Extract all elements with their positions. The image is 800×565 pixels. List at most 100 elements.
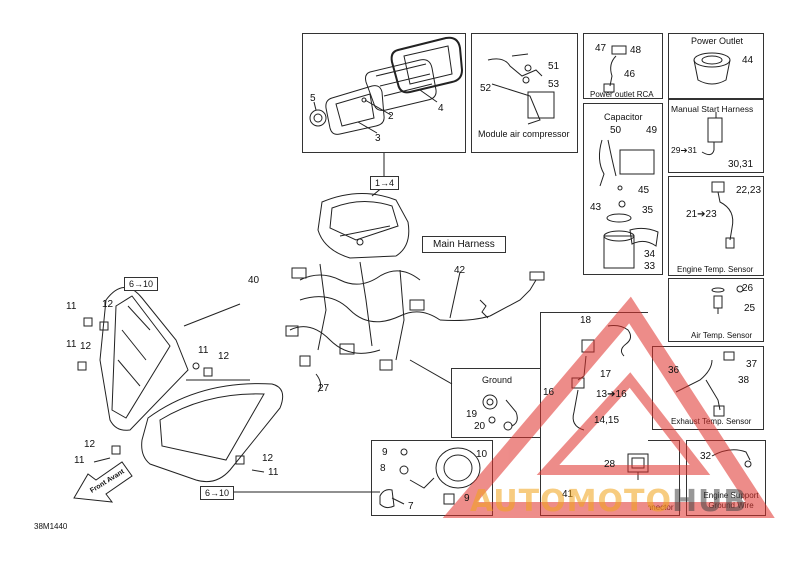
- module-air-compressor-box: Module air compressor: [471, 33, 578, 153]
- part-number-9-bottom: 9: [464, 493, 470, 504]
- part-number-25: 25: [744, 303, 756, 314]
- part-number-9-top: 9: [382, 447, 388, 458]
- part-number-27: 27: [318, 383, 330, 394]
- capacitor-title: Capacitor: [604, 112, 643, 122]
- cluster-callout: 1→4: [370, 176, 400, 190]
- part-number-12-e: 12: [262, 453, 274, 464]
- part-number-12-c: 12: [218, 351, 230, 362]
- front-arrow-icon: [73, 461, 133, 503]
- gauge-cluster-box: [302, 33, 466, 153]
- part-number-11-b: 11: [66, 339, 77, 350]
- part-number-11-d: 11: [74, 455, 85, 466]
- capacitor-icon: [598, 139, 659, 269]
- part-number-36: 36: [668, 365, 680, 376]
- power-outlet-box: Power Outlet: [668, 33, 764, 99]
- part-number-46: 46: [624, 69, 636, 80]
- part-number-13-16: 13➔16: [596, 389, 627, 400]
- part-number-34: 34: [644, 249, 656, 260]
- part-number-10: 10: [476, 449, 488, 460]
- gauge-gasket-icon: [390, 36, 464, 94]
- part-number-18: 18: [580, 315, 592, 326]
- manual-start-harness-box: Manual Start Harness: [668, 99, 764, 173]
- air-temp-sensor-box: Air Temp. Sensor: [668, 278, 764, 342]
- part-number-8: 8: [380, 463, 386, 474]
- air-temp-sensor-icon: [711, 285, 744, 314]
- main-harness-title: Main Harness: [422, 236, 506, 253]
- part-number-21-23: 21➔23: [686, 209, 717, 220]
- part-number-11-c: 11: [198, 345, 209, 356]
- part-number-44: 44: [742, 55, 754, 66]
- part-number-28: 28: [604, 459, 616, 470]
- part-number-33: 33: [644, 261, 656, 272]
- part-number-3: 3: [375, 133, 381, 144]
- watermark-moto: MOTO: [566, 484, 672, 519]
- part-number-12-b: 12: [80, 341, 92, 352]
- part-number-12-a: 12: [102, 299, 114, 310]
- part-number-38: 38: [738, 375, 750, 386]
- air-temp-sensor-title: Air Temp. Sensor: [691, 331, 753, 340]
- watermark-auto: AUTO: [470, 484, 567, 519]
- manual-start-harness-title: Manual Start Harness: [671, 104, 754, 114]
- headlight-bulb-icon: [379, 447, 481, 509]
- headlight-lens-icon: [141, 383, 284, 483]
- headlight-bottom-callout: 6→10: [200, 486, 235, 500]
- engine-temp-sensor-icon: [711, 181, 735, 249]
- power-outlet-title: Power Outlet: [691, 36, 744, 46]
- part-number-19: 19: [466, 409, 478, 420]
- watermark-hub: HUB: [671, 484, 748, 519]
- part-number-35: 35: [642, 205, 654, 216]
- part-number-52: 52: [480, 83, 492, 94]
- part-number-11-a: 11: [66, 301, 77, 312]
- part-number-41: 41: [562, 489, 574, 500]
- ground-hardware-icon: [482, 394, 518, 431]
- manual-start-harness-icon: [701, 112, 723, 156]
- gauge-bezel-icon: [325, 85, 385, 135]
- part-number-4: 4: [438, 103, 444, 114]
- fastener-icons: [77, 317, 265, 473]
- ground-title: Ground: [482, 375, 513, 385]
- part-number-7: 7: [408, 501, 414, 512]
- part-number-11-e: 11: [268, 467, 279, 478]
- engine-temp-sensor-title: Engine Temp. Sensor: [677, 265, 754, 274]
- diagram-code: 38M1440: [34, 522, 68, 531]
- part-number-53: 53: [548, 79, 560, 90]
- part-number-29-31: 29➔31: [671, 145, 698, 155]
- part-number-45: 45: [638, 185, 650, 196]
- headlight-left-callout: 6→10: [124, 277, 159, 291]
- part-number-5: 5: [310, 93, 316, 104]
- watermark-triangle-icon: [442, 296, 775, 518]
- part-number-26: 26: [742, 283, 754, 294]
- part-number-30-31: 30,31: [728, 159, 754, 170]
- part-number-16: 16: [543, 387, 555, 398]
- power-outlet-rca-title: Power outlet RCA: [590, 90, 654, 99]
- part-number-43: 43: [590, 202, 602, 213]
- exhaust-temp-sensor-icon: [675, 351, 735, 417]
- part-number-48: 48: [630, 45, 642, 56]
- part-number-14-15: 14,15: [594, 415, 620, 426]
- part-number-37: 37: [746, 359, 758, 370]
- gauge-lens-icon: [365, 59, 437, 111]
- part-number-42: 42: [454, 265, 466, 276]
- rca-outlet-icon: [603, 45, 627, 93]
- part-number-40: 40: [248, 275, 260, 286]
- part-number-2: 2: [388, 111, 394, 122]
- capacitor-box: Capacitor: [583, 103, 663, 275]
- part-number-50: 50: [610, 125, 622, 136]
- part-number-17: 17: [600, 369, 612, 380]
- part-number-47: 47: [595, 43, 607, 54]
- part-number-12-d: 12: [84, 439, 96, 450]
- headlight-housing-left-icon: [99, 287, 189, 431]
- watermark-text: AUTOMOTOHUB: [470, 484, 747, 519]
- part-number-32: 32: [700, 451, 712, 462]
- part-number-20: 20: [474, 421, 486, 432]
- power-outlet-icon: [693, 52, 731, 85]
- module-air-compressor-title: Module air compressor: [478, 129, 570, 139]
- part-number-22-23: 22,23: [736, 185, 762, 196]
- main-harness-wiring-icon: [285, 261, 545, 393]
- part-number-51: 51: [548, 61, 560, 72]
- engine-temp-sensor-box: Engine Temp. Sensor: [668, 176, 764, 276]
- gauge-knob-icon: [309, 109, 327, 127]
- air-compressor-module-icon: [487, 53, 555, 125]
